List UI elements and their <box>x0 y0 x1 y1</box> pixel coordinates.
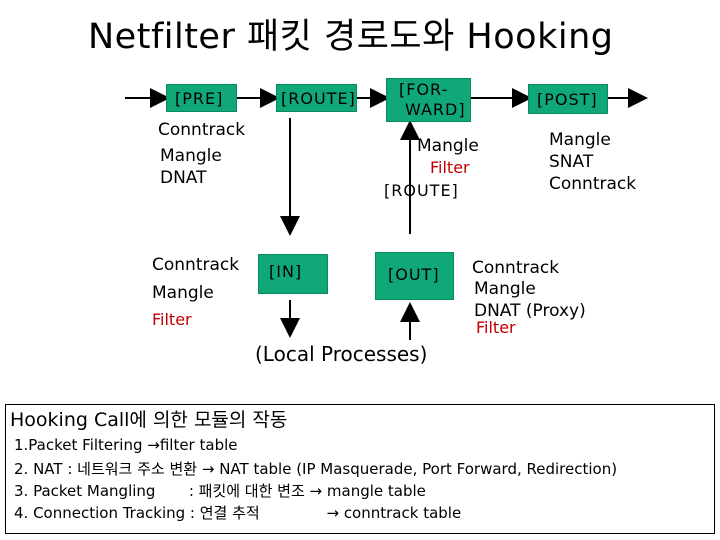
hooking-line-3: 3. Packet Mangling : 패킷에 대한 변조 → mangle … <box>14 482 426 500</box>
pre-node: [PRE] <box>166 84 237 112</box>
forward-hook-mangle: Mangle <box>417 136 479 156</box>
in-hook-conntrack: Conntrack <box>152 255 240 275</box>
out-hook-conntrack: Conntrack <box>472 258 560 278</box>
post-node: [POST] <box>528 84 608 114</box>
forward-label-line2: WARD] <box>405 100 466 119</box>
in-node: [IN] <box>258 254 328 294</box>
out-hook-dnat-proxy: DNAT (Proxy) <box>474 301 586 321</box>
hooking-heading: Hooking Call에 의한 모듈의 작동 <box>10 409 288 431</box>
hooking-line-2: 2. NAT : 네트워크 주소 변환 → NAT table (IP Masq… <box>14 460 618 478</box>
pre-hook-mangle: Mangle <box>160 146 222 166</box>
in-label: [IN] <box>269 262 303 281</box>
hooking-line-1: 1.Packet Filtering →filter table <box>14 436 238 454</box>
in-hook-filter: Filter <box>152 310 192 329</box>
route-node: [ROUTE] <box>276 84 357 112</box>
post-hook-snat: SNAT <box>549 152 594 172</box>
in-hook-mangle: Mangle <box>152 283 214 303</box>
forward-label-line1: [FOR- <box>399 80 449 99</box>
pre-hook-conntrack: Conntrack <box>158 120 246 140</box>
post-hook-mangle: Mangle <box>549 130 611 150</box>
out-hook-mangle: Mangle <box>474 279 536 299</box>
local-processes-label: (Local Processes) <box>255 342 428 366</box>
out-label: [OUT] <box>388 265 440 284</box>
post-hook-conntrack: Conntrack <box>549 174 637 194</box>
forward-node: [FOR- WARD] <box>386 78 471 122</box>
hooking-summary-box: Hooking Call에 의한 모듈의 작동 1.Packet Filteri… <box>5 404 715 534</box>
route-label: [ROUTE] <box>281 89 356 108</box>
page-title: Netfilter 패킷 경로도와 Hooking <box>88 17 614 57</box>
out-node: [OUT] <box>375 252 454 300</box>
forward-route-label: [ROUTE] <box>384 181 459 200</box>
out-hook-filter: Filter <box>476 318 516 337</box>
post-label: [POST] <box>537 90 598 109</box>
forward-hook-filter: Filter <box>430 158 470 177</box>
pre-hook-dnat: DNAT <box>160 168 207 188</box>
pre-label: [PRE] <box>175 89 224 108</box>
hooking-line-4: 4. Connection Tracking : 연결 추적 → conntra… <box>14 504 462 522</box>
